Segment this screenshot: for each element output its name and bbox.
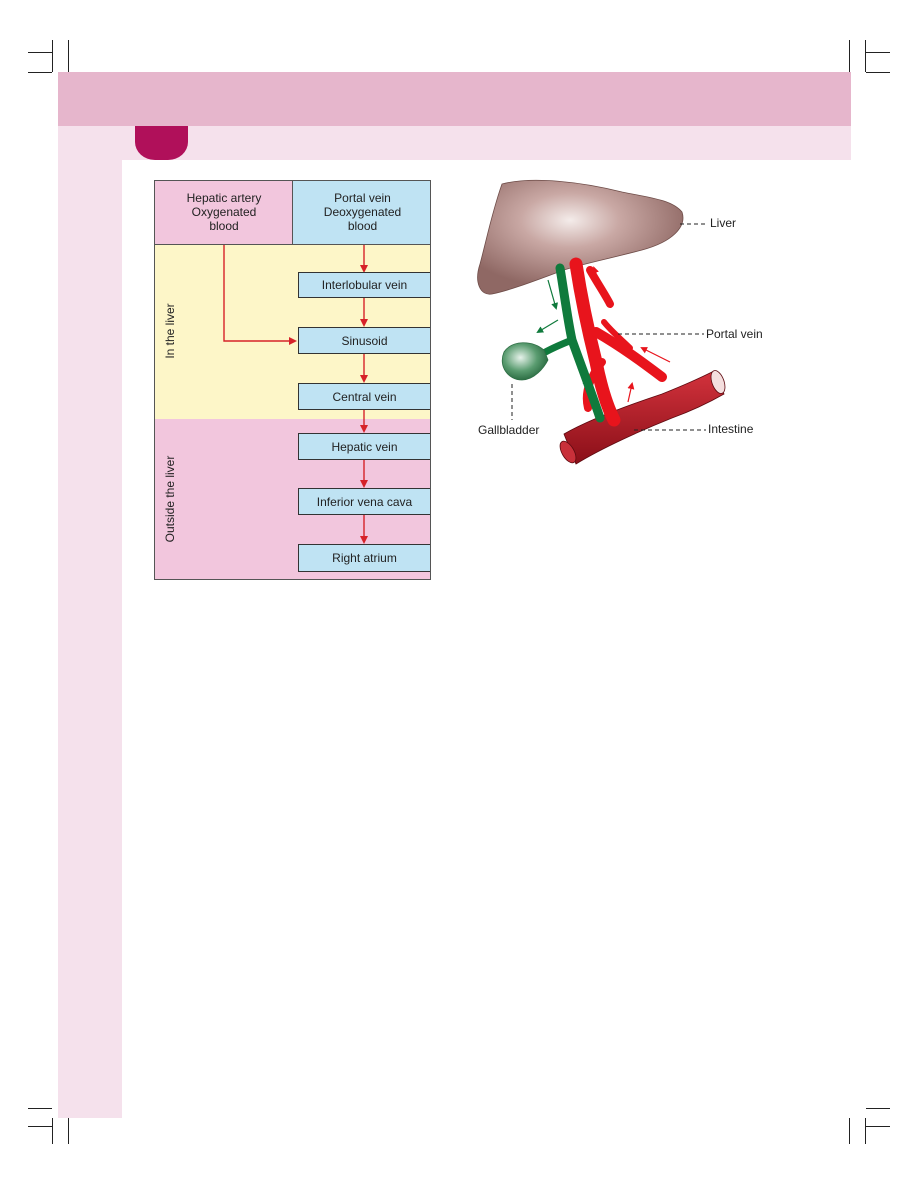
bile-arrow-down xyxy=(547,279,558,310)
liver-label: Liver xyxy=(710,216,737,230)
intestine-end-left xyxy=(559,440,577,464)
flow-arrows xyxy=(223,245,368,544)
header-left-text: Hepatic artery Oxygenated blood xyxy=(186,191,262,233)
intestine-shape xyxy=(563,371,725,465)
page-left-margin xyxy=(58,160,122,1118)
intestine-end xyxy=(710,370,726,394)
page-header-band xyxy=(58,72,851,126)
header-left-cell xyxy=(155,181,293,245)
header-right-text: Portal vein Deoxygenated blood xyxy=(323,191,402,233)
portal-vein-label: Portal vein xyxy=(706,327,763,341)
liver-shape xyxy=(477,179,684,295)
flow-box-interlobular-vein: Interlobular vein xyxy=(298,272,430,298)
flow-box-central-vein: Central vein xyxy=(298,383,430,410)
portal-anatomy-illustration: Liver Portal vein Gallbladder Intestine xyxy=(472,172,782,482)
flow-box-hepatic-vein: Hepatic vein xyxy=(298,433,430,460)
blood-flow-flowchart: Hepatic artery Oxygenated blood Portal v… xyxy=(154,180,431,580)
intestine-label: Intestine xyxy=(708,422,754,436)
bile-arrow-to-gallbladder xyxy=(536,319,559,334)
portal-arrow-lower xyxy=(627,382,635,403)
chapter-badge xyxy=(135,126,188,160)
page-subheader-band xyxy=(58,126,851,160)
bile-arrow-to-intestine xyxy=(577,367,589,388)
flow-box-sinusoid: Sinusoid xyxy=(298,327,430,354)
flow-box-right-atrium: Right atrium xyxy=(298,544,430,572)
portal-arrow-branch xyxy=(640,347,671,363)
gallbladder-shape xyxy=(501,342,549,381)
flow-box-inferior-vena-cava: Inferior vena cava xyxy=(298,488,430,515)
portal-arrow-up xyxy=(592,266,605,299)
arrow-artery-to-sinusoid xyxy=(223,245,297,345)
header-right-cell xyxy=(293,181,430,245)
gallbladder-label: Gallbladder xyxy=(478,423,540,437)
